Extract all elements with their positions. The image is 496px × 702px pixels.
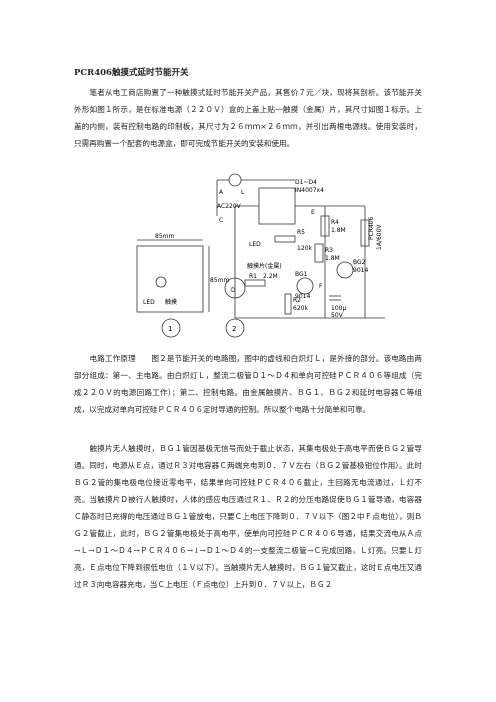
label-r1-value: 2.2M — [263, 273, 278, 280]
label-touch-1: 触摸 — [165, 298, 177, 306]
label-e: E — [311, 209, 315, 216]
label-c: C — [219, 217, 223, 224]
label-r5: R5 — [297, 229, 305, 236]
label-r2-value: 620k — [293, 305, 308, 312]
dim-height: 85mm — [210, 277, 229, 284]
label-bg1: BG1 — [295, 271, 308, 278]
label-r1: R1 — [249, 273, 257, 280]
label-pcr406: PCR406 — [368, 216, 375, 240]
label-bg1-type: 9014 — [295, 293, 310, 300]
label-c-value: 100μ — [331, 305, 346, 312]
paragraph-operation: 触摸片无人触摸时，ＢＧ１管因基极无信号而处于截止状态，其集电极处于高电平而使ＢＧ… — [74, 444, 422, 589]
label-r2: R2 — [293, 297, 301, 304]
document-title: PCR406触摸式延时节能开关 — [74, 68, 189, 78]
label-ac220v: AC220V — [217, 203, 242, 210]
figure-number-1: 1 — [168, 325, 172, 333]
label-c-voltage: 50V — [331, 312, 344, 319]
label-d: D — [231, 287, 236, 294]
label-led-2: LED — [249, 241, 261, 248]
label-d1d4: D1~D4 — [295, 179, 317, 186]
figure-2-circuit — [216, 173, 385, 338]
label-r5-value: 120k — [297, 245, 312, 252]
paragraph-principle: 电路工作原理 图２是节能开关的电路图，图中的虚线和白炽灯Ｌ，是外接的部分。该电路… — [74, 354, 422, 414]
dim-width: 85mm — [155, 233, 174, 240]
paragraph-intro: 笔者从电工商店购置了一种触摸式延时节能开关产品，其售价７元／块，现将其剖析。该节… — [74, 88, 422, 148]
label-diode-type: IN4007x4 — [295, 187, 324, 194]
label-r3-value: 1.8M — [325, 255, 340, 262]
label-touch-plate: 触摸片(金属) — [247, 262, 282, 270]
label-pcr406-rating: 1A/600V — [376, 224, 383, 250]
figure-1-panel — [136, 239, 210, 338]
label-r3: R3 — [325, 247, 333, 254]
figure-number-2: 2 — [232, 325, 236, 333]
label-led-1: LED — [143, 299, 155, 306]
circuit-figure: 85mm 85mm LED 触摸 1 — [136, 173, 385, 338]
label-l: L — [241, 189, 245, 196]
label-a: A — [219, 189, 224, 196]
label-r4-value: 1.8M — [331, 227, 346, 234]
label-bg2-type: 9014 — [353, 267, 368, 274]
label-r4: R4 — [331, 219, 339, 226]
label-bg2: BG2 — [353, 259, 366, 266]
label-f: F — [319, 283, 323, 290]
